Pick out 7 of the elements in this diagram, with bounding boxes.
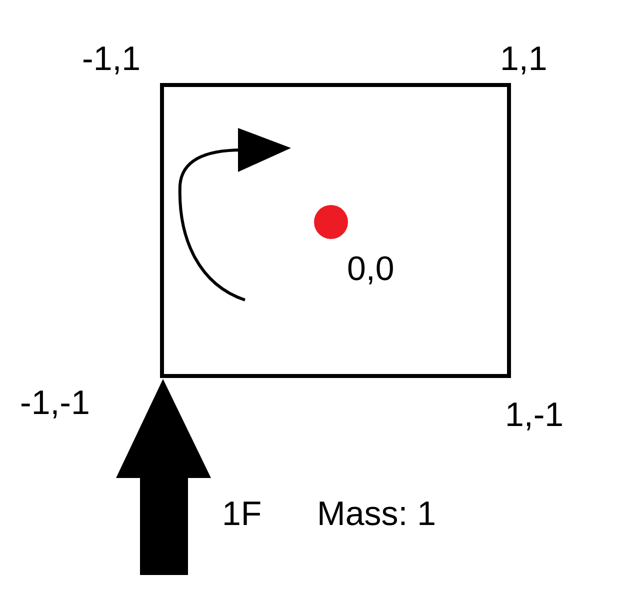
- coordinate-label: 1,-1: [505, 398, 564, 432]
- coordinate-label: -1,1: [82, 42, 141, 76]
- force-label: 1F: [222, 497, 262, 531]
- coordinate-label: 1,1: [500, 42, 548, 76]
- coordinate-label: -1,-1: [20, 386, 90, 420]
- coordinate-label: 0,0: [347, 252, 394, 286]
- mass-label: Mass: 1: [317, 497, 436, 531]
